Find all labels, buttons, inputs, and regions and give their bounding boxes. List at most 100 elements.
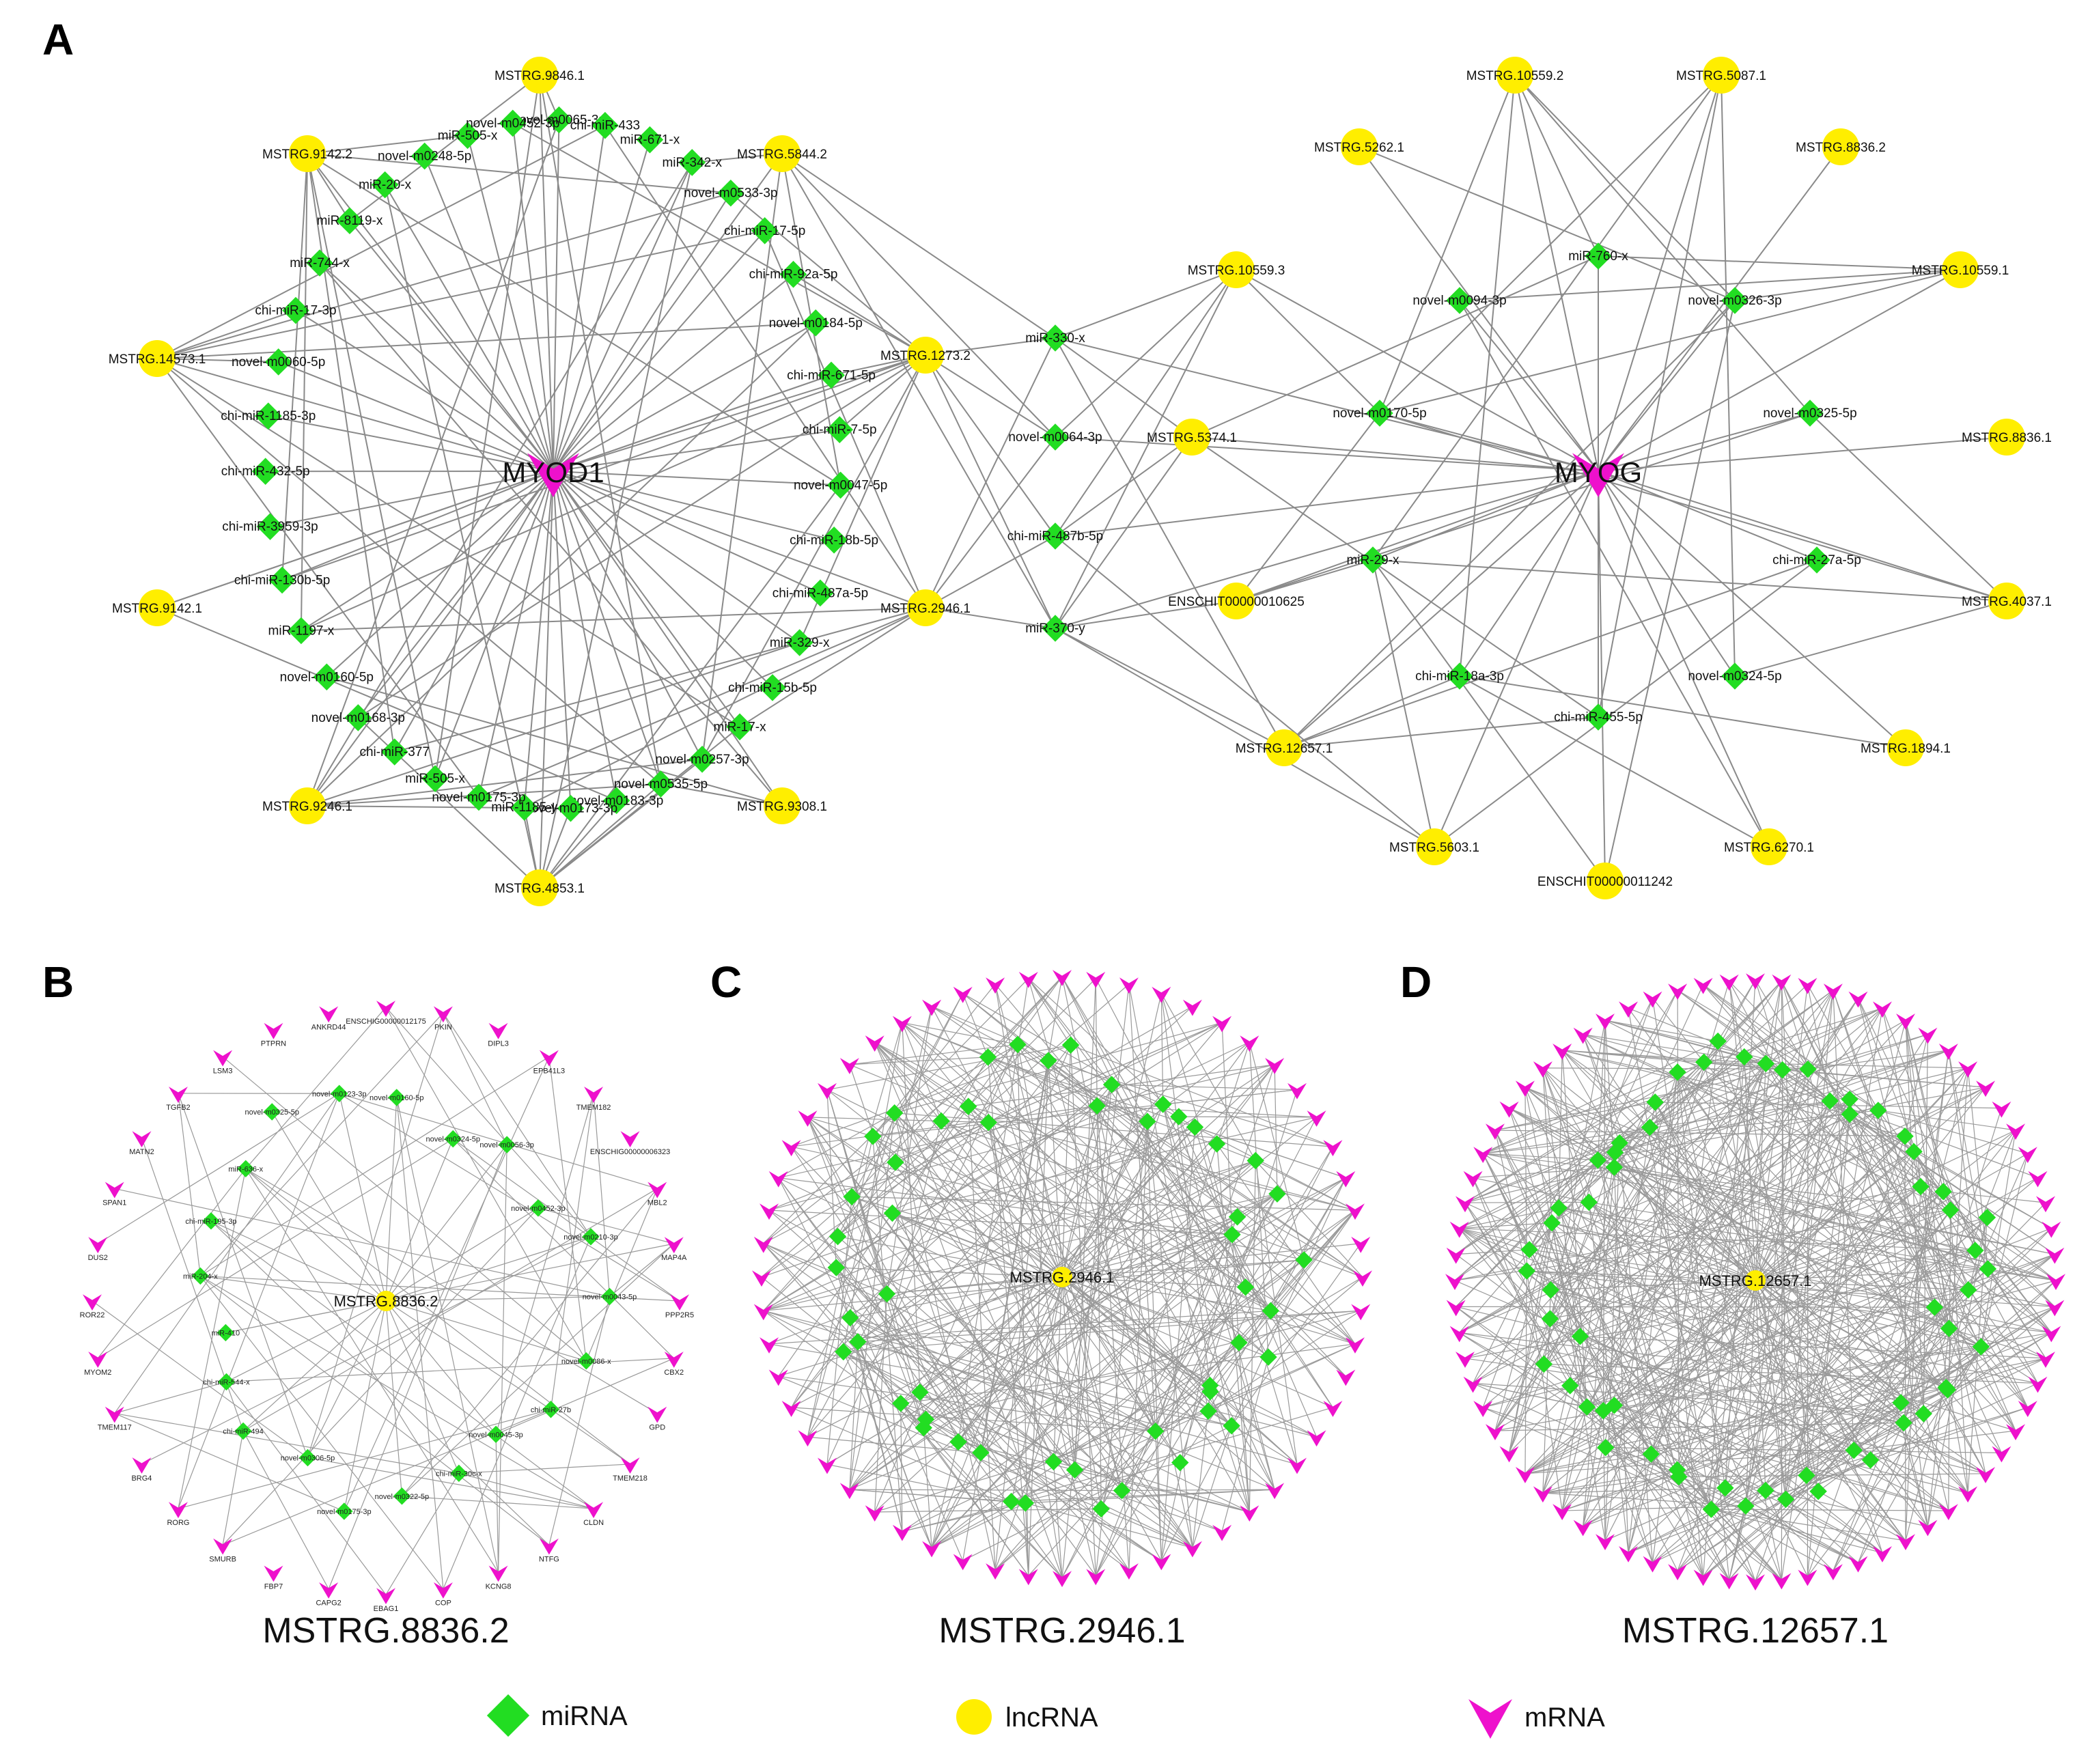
network-edge (1231, 1177, 1346, 1427)
network-edge (452, 1138, 680, 1302)
mirna-label: miR-8119-x (317, 214, 383, 228)
mrna-node (2018, 1147, 2037, 1164)
network-edge (1833, 1346, 1981, 1571)
mrna-label: SPAN1 (102, 1199, 126, 1207)
mrna-node (1515, 1080, 1535, 1097)
network-edge (701, 354, 926, 760)
network-edge (548, 1296, 611, 1545)
network-edge (1721, 74, 1736, 677)
lncrna-label: MSTRG.5603.1 (1389, 841, 1479, 855)
mirna-node (557, 794, 585, 822)
network-edge (1597, 1160, 1704, 1577)
network-edge (385, 1207, 539, 1302)
network-edge (769, 1209, 1232, 1235)
hub-label: MYOG (1555, 456, 1642, 488)
mirna-node (1594, 1401, 1613, 1420)
mrna-node (539, 1538, 559, 1555)
network-edge (178, 1093, 201, 1276)
mrna-node (1619, 1001, 1639, 1018)
network-edge (850, 1317, 1250, 1513)
mrna-node (1473, 1147, 1493, 1164)
network-edge (1208, 1310, 1361, 1412)
network-edge (807, 1084, 1113, 1438)
mirna-label: chi-miR-30c-x (436, 1470, 482, 1478)
mrna-node (1265, 1058, 1285, 1074)
mirna-label: novel-m0056-3p (479, 1141, 534, 1149)
mrna-node (319, 1006, 339, 1023)
network-edge (1464, 1061, 1705, 1203)
network-edge (443, 1012, 591, 1237)
network-edge (923, 1177, 1346, 1429)
network-edge (791, 1407, 1156, 1432)
network-edge (393, 471, 554, 753)
network-edge (1729, 1506, 1746, 1580)
network-edge (1011, 1489, 1275, 1502)
network-edge (941, 1120, 1356, 1345)
network-edge (1551, 984, 1808, 1224)
mirna-label: chi-miR-18a-3p (1415, 669, 1504, 684)
mrna-label: PTPRN (261, 1040, 286, 1048)
network-edge (994, 983, 1076, 1470)
network-edge (1923, 1034, 1928, 1414)
mrna-node (1053, 970, 1072, 986)
network-edge (1587, 1406, 1883, 1554)
network-edge (1464, 1072, 1678, 1203)
network-edge (1053, 1276, 1363, 1462)
mirna-label: novel-m0160-5p (280, 670, 374, 684)
mrna-node (1533, 1486, 1552, 1503)
network-edge (553, 471, 740, 727)
mirna-label: novel-m0184-5p (769, 316, 863, 331)
mirna-node (807, 579, 834, 607)
network-edge (1055, 471, 1599, 537)
mrna-node (1848, 1556, 1868, 1573)
mirna-node (1042, 423, 1069, 451)
network-edge (300, 153, 308, 631)
network-edge (849, 1427, 924, 1490)
network-edge (295, 309, 554, 472)
network-edge (968, 1064, 1275, 1107)
network-edge (931, 1116, 1180, 1548)
lncrna-node (764, 787, 800, 824)
mrna-node (1336, 1171, 1356, 1188)
mrna-node (1772, 1573, 1792, 1590)
network-edge (1677, 1087, 1986, 1470)
mrna-node (213, 1538, 233, 1555)
network-edge (1061, 1234, 1233, 1578)
network-edge (385, 1300, 403, 1496)
network-edge (512, 123, 554, 472)
network-edge (114, 1412, 459, 1474)
mirna-label: novel-m0452-3p (511, 1205, 566, 1213)
mirna-label: novel-m0170-5p (1333, 406, 1426, 421)
mrna-node (647, 1181, 667, 1199)
mirna-label: chi-miR-487a-5p (772, 586, 868, 600)
mrna-node (1182, 999, 1202, 1016)
network-edge (1677, 1280, 1756, 1470)
network-edge (892, 1212, 1317, 1438)
network-edge (1524, 1087, 1712, 1510)
network-edge (1598, 412, 1811, 472)
network-edge (1459, 1099, 1850, 1333)
mirna-label: chi-miR-432-5p (221, 464, 310, 479)
network-edge (1948, 1050, 1976, 1251)
mrna-node (2042, 1326, 2061, 1343)
mrna-node (781, 1401, 801, 1417)
network-edge (902, 1022, 1271, 1311)
network-edge (968, 1106, 1356, 1211)
caption-c: MSTRG.2946.1 (938, 1611, 1185, 1651)
mirna-label: novel-m0535-5p (614, 777, 708, 792)
mrna-node (2028, 1376, 2048, 1393)
network-edge (1734, 269, 1961, 301)
network-edge (1755, 1280, 1807, 1476)
network-edge (874, 1041, 1123, 1491)
network-edge (1372, 559, 2007, 602)
network-edge (807, 1117, 1102, 1509)
network-edge (307, 153, 436, 779)
mrna-label: CLDN (583, 1519, 604, 1527)
network-edge (1160, 1425, 1232, 1561)
network-edge (1283, 675, 1460, 748)
network-edge (1379, 412, 1599, 472)
network-edge (1652, 998, 1726, 1488)
mirna-node (380, 738, 408, 766)
mrna-node (1323, 1401, 1343, 1417)
network-edge (849, 1064, 989, 1123)
